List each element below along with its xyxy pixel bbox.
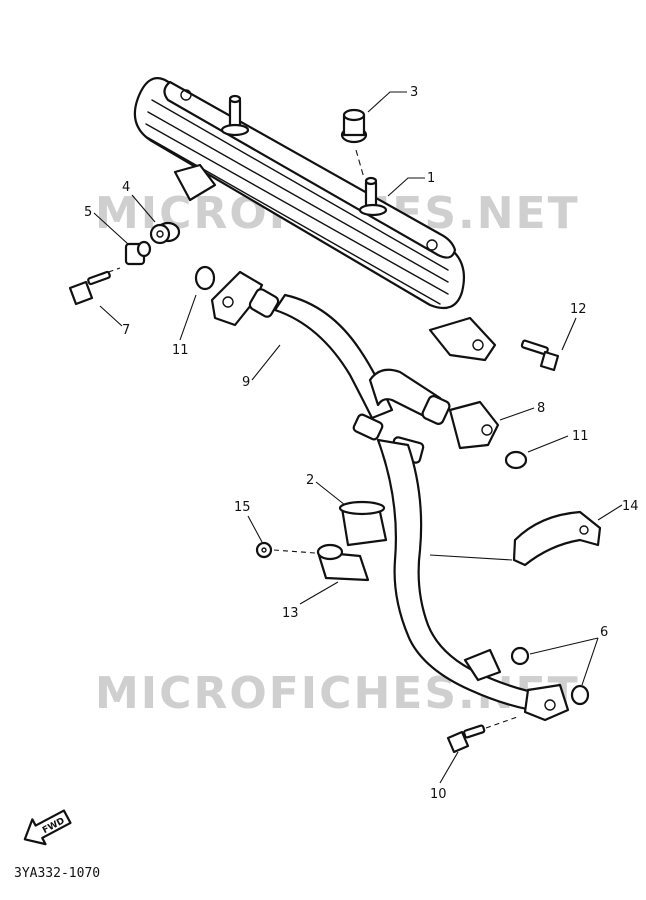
- leader-9: [251, 344, 281, 381]
- bolt-part-12: [520, 339, 560, 372]
- leader-2: [315, 481, 346, 506]
- o-ring-part-11-lower: [504, 450, 528, 470]
- callout-10: 10: [430, 787, 447, 802]
- leader-8: [499, 407, 535, 421]
- leader-3: [367, 91, 407, 113]
- leader-5: [93, 212, 129, 245]
- callout-8: 8: [537, 401, 545, 416]
- leader-14: [597, 504, 623, 521]
- leader-6a: [529, 637, 599, 655]
- spacer-part-5: [124, 240, 152, 266]
- leader-15: [247, 515, 263, 543]
- callout-9: 9: [242, 375, 250, 390]
- grommet-part-3: [340, 108, 368, 179]
- callout-11-lower: 11: [572, 429, 589, 444]
- leader-12: [561, 317, 577, 351]
- o-ring-part-6-upper: [510, 646, 530, 666]
- leader-11-upper: [179, 294, 197, 341]
- leader-13: [299, 581, 339, 605]
- callout-6: 6: [600, 625, 608, 640]
- callout-11-upper: 11: [172, 343, 189, 358]
- o-ring-part-11-upper: [194, 265, 216, 291]
- callout-15: 15: [234, 500, 251, 515]
- leader-6b: [581, 637, 599, 686]
- screw-part-15: [255, 541, 273, 559]
- leader-10: [439, 751, 459, 784]
- diagram-code: 3YA332-1070: [14, 866, 100, 881]
- leader-4: [131, 194, 156, 223]
- bracket-part-14: [512, 510, 602, 567]
- collar-part-4: [149, 221, 181, 245]
- callout-4: 4: [122, 180, 130, 195]
- callout-12: 12: [570, 302, 587, 317]
- oil-cooler: [133, 77, 497, 362]
- leader-11-lower: [527, 435, 569, 453]
- leader-15-dash: [273, 549, 316, 554]
- callout-3: 3: [410, 85, 418, 100]
- bolt-part-7: [68, 267, 121, 306]
- leader-14-dash: [429, 554, 513, 561]
- callout-13: 13: [282, 606, 299, 621]
- callout-7: 7: [122, 323, 130, 338]
- o-ring-part-6-lower: [570, 684, 590, 706]
- callout-14: 14: [622, 499, 639, 514]
- damper-part-2: [338, 500, 388, 547]
- bolt-part-10: [446, 724, 486, 754]
- leader-1: [387, 177, 425, 197]
- forward-arrow-icon: FWD: [23, 809, 72, 846]
- clamp-part-13: [316, 543, 370, 582]
- oil-hose-assembly: [210, 270, 570, 722]
- leader-7: [99, 305, 123, 327]
- callout-1: 1: [427, 171, 435, 186]
- callout-2: 2: [306, 473, 314, 488]
- callout-5: 5: [84, 205, 92, 220]
- leader-10-dash: [485, 715, 521, 729]
